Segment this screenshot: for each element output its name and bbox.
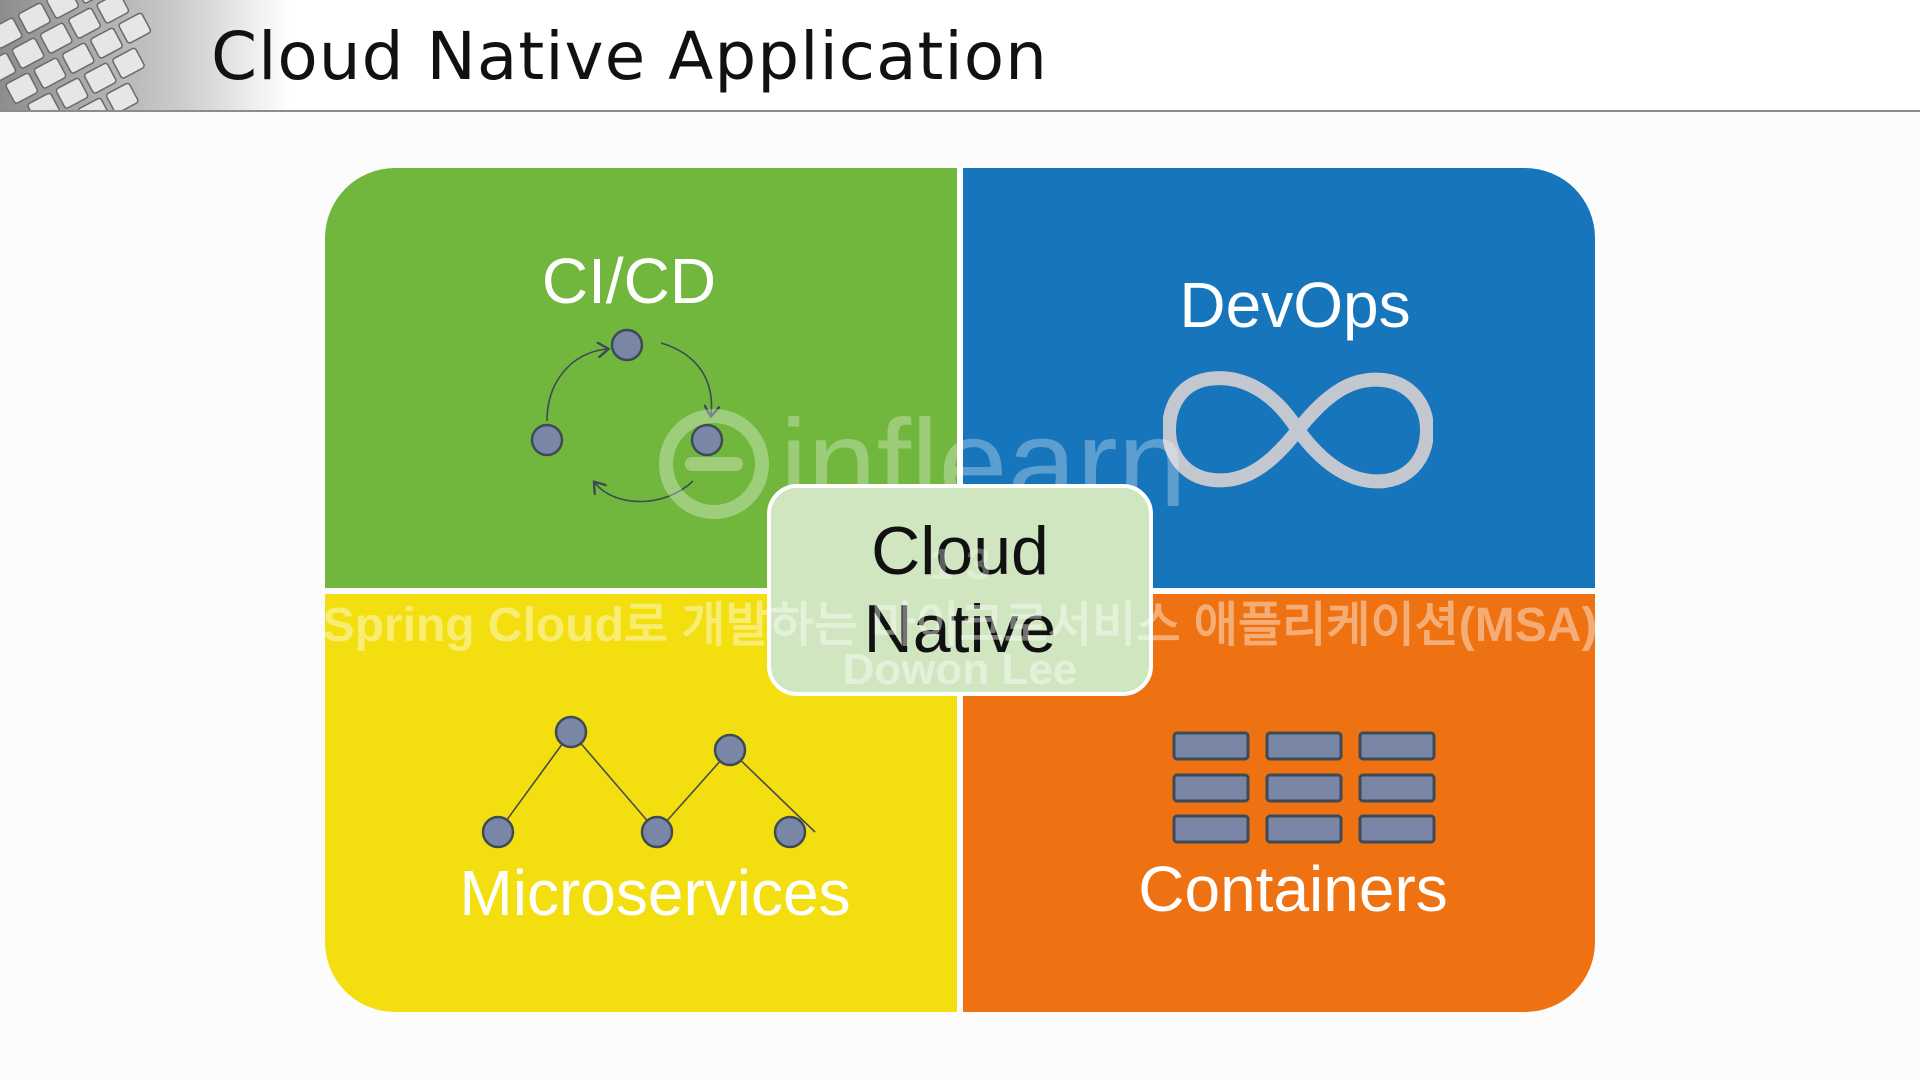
quadrant-label-cicd: CI/CD xyxy=(541,245,717,317)
quadrant-label-devops: DevOps xyxy=(1179,269,1411,341)
cycle-icon xyxy=(530,328,724,503)
slide-title: Cloud Native Application xyxy=(211,18,1048,95)
infinity-icon xyxy=(1163,371,1433,489)
center-line-1: Cloud xyxy=(871,513,1049,589)
slide-header: Cloud Native Application xyxy=(0,0,1920,112)
watermark-course-title: Spring Cloud로 개발하는 마이크로서비스 애플리케이션(MSA) xyxy=(322,599,1598,652)
watermark-author: Dowon Lee xyxy=(842,645,1078,694)
center-cloud-native-badge: Cloud Native xyxy=(767,484,1153,696)
keyboard-icon xyxy=(0,0,290,110)
network-nodes-icon xyxy=(481,715,816,849)
center-line-2: Native xyxy=(863,591,1057,667)
quadrant-label-containers: Containers xyxy=(1138,853,1448,925)
watermark-id: 1 3 xyxy=(929,540,991,589)
quadrant-label-microservices: Microservices xyxy=(459,857,851,929)
container-grid-icon xyxy=(1172,731,1436,844)
